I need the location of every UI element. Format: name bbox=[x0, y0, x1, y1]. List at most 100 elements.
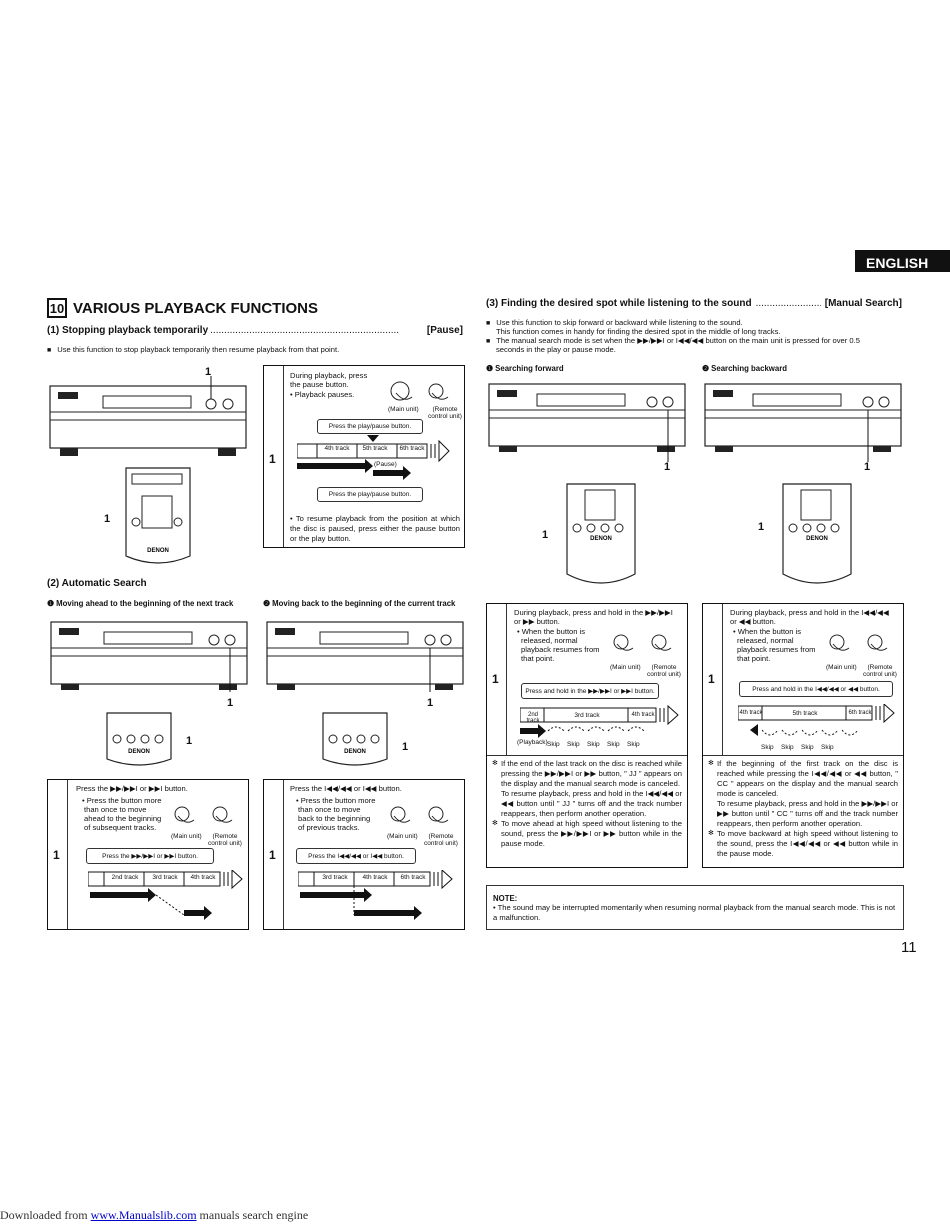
auto2-b2: than once to move bbox=[298, 805, 361, 814]
bwd-track-1: 5th track bbox=[792, 710, 818, 717]
bwd-b4: that point. bbox=[737, 654, 771, 663]
remote-brand-auto-1: DENON bbox=[128, 749, 150, 755]
pause-heading: (1) Stopping playback temporarily ......… bbox=[47, 325, 463, 336]
main-unit-illustration-auto-1 bbox=[50, 621, 248, 692]
auto1-track-diagram bbox=[88, 870, 243, 920]
bwd-step-number: 1 bbox=[708, 672, 715, 686]
auto1-callout-main: 1 bbox=[227, 697, 234, 709]
language-tab: ENGLISH bbox=[855, 250, 950, 272]
manual-bullet-1a: Use this function to skip forward or bac… bbox=[486, 318, 743, 329]
bwd-hand-icon bbox=[829, 634, 888, 651]
manual-heading-dots: ........................ bbox=[755, 298, 821, 309]
auto1-track-0: 2nd track bbox=[111, 874, 139, 881]
bwd-t2: or ◀◀ button. bbox=[730, 617, 776, 626]
fwd-remote-label: (Remote control unit) bbox=[647, 664, 681, 678]
pause-caption-top: Press the play/pause button. bbox=[317, 419, 423, 434]
pause-text-3: • Playback pauses. bbox=[290, 390, 355, 399]
bwd-callout-main: 1 bbox=[864, 461, 871, 473]
bwd-note-1b: To resume playback, press and hold in th… bbox=[717, 799, 898, 828]
remote-illustration-auto-2: DENON bbox=[322, 712, 388, 766]
pause-text-1: During playback, press bbox=[290, 371, 368, 380]
fwd-track-1: 3rd track bbox=[574, 712, 600, 719]
manual-heading: (3) Finding the desired spot while liste… bbox=[486, 298, 902, 309]
auto1-b1: • Press the button more bbox=[82, 796, 162, 805]
auto1-hand-icon bbox=[174, 806, 233, 823]
auto2-step-number: 1 bbox=[269, 848, 276, 862]
auto1-line-1: Press the ▶▶/▶▶I or ▶▶I button. bbox=[76, 784, 188, 793]
auto2-remote-label: (Remote control unit) bbox=[424, 833, 458, 847]
auto1-callout-remote: 1 bbox=[186, 735, 193, 747]
auto2-track-diagram bbox=[298, 870, 453, 920]
auto-sub-1: ❶ Moving ahead to the beginning of the n… bbox=[47, 599, 234, 608]
fwd-b4: that point. bbox=[521, 654, 555, 663]
bwd-skip-4: Skip bbox=[821, 744, 834, 751]
auto2-callout-main: 1 bbox=[427, 697, 434, 709]
fwd-instruction-box: 1 During playback, press and hold in the… bbox=[486, 603, 688, 868]
fwd-b2: released, normal bbox=[521, 636, 578, 645]
pause-track-diagram bbox=[297, 435, 450, 495]
fwd-skip-1: Skip bbox=[547, 741, 560, 748]
footer-prefix: Downloaded from bbox=[0, 1208, 91, 1222]
bwd-b1: • When the button is bbox=[733, 627, 802, 636]
pause-track-0: 4th track bbox=[324, 445, 350, 452]
auto2-b4: of previous tracks. bbox=[298, 823, 360, 832]
note-text: • The sound may be interrupted momentari… bbox=[493, 903, 896, 922]
auto1-remote-label-2: control unit) bbox=[208, 840, 242, 847]
bwd-b2: released, normal bbox=[737, 636, 794, 645]
note-box: NOTE: • The sound may be interrupted mom… bbox=[486, 885, 904, 930]
auto2-remote-label-1: (Remote bbox=[428, 833, 454, 840]
bwd-skip-1: Skip bbox=[761, 744, 774, 751]
fwd-track-0: 2nd track bbox=[526, 712, 540, 724]
bwd-t1: During playback, press and hold in the I… bbox=[730, 608, 889, 617]
section-title-text: VARIOUS PLAYBACK FUNCTIONS bbox=[73, 299, 319, 317]
pause-instruction-box: 1 During playback, press the pause butto… bbox=[263, 365, 465, 548]
pause-heading-text: (1) Stopping playback temporarily bbox=[47, 325, 209, 336]
fwd-track-2: 4th track bbox=[631, 712, 655, 718]
auto1-track-2: 4th track bbox=[190, 874, 216, 881]
footer: Downloaded from www.Manualslib.com manua… bbox=[0, 1208, 308, 1223]
auto-sub-2: ❷ Moving back to the beginning of the cu… bbox=[263, 599, 456, 608]
auto2-instruction-box: 1 Press the I◀◀/◀◀ or I◀◀ button. • Pres… bbox=[263, 779, 465, 930]
bwd-remote-label-2: control unit) bbox=[863, 671, 897, 678]
fwd-skip-2: Skip bbox=[567, 741, 580, 748]
section-number: 10 bbox=[47, 298, 67, 318]
pause-label: (Pause) bbox=[374, 461, 397, 468]
fwd-note-1b: To resume playback, press and hold in th… bbox=[501, 789, 682, 818]
main-unit-illustration-bwd bbox=[704, 383, 902, 462]
fwd-notes: If the end of the last track on the disc… bbox=[492, 759, 682, 849]
fwd-callout-remote: 1 bbox=[542, 529, 549, 541]
fwd-hand-icon bbox=[613, 634, 672, 651]
auto1-b3: ahead to the beginning bbox=[84, 814, 162, 823]
fwd-main-unit-label: (Main unit) bbox=[610, 664, 641, 671]
auto1-remote-label: (Remote control unit) bbox=[208, 833, 242, 847]
pause-heading-dots: ........................................… bbox=[210, 325, 400, 336]
fwd-remote-label-2: control unit) bbox=[647, 671, 681, 678]
pause-hand-icon bbox=[390, 381, 449, 401]
pause-bullet: Use this function to stop playback tempo… bbox=[47, 345, 467, 356]
bwd-callout-remote: 1 bbox=[758, 521, 765, 533]
auto1-instruction-box: 1 Press the ▶▶/▶▶I or ▶▶I button. • Pres… bbox=[47, 779, 249, 930]
remote-illustration-pause: DENON bbox=[125, 467, 191, 564]
bwd-main-unit-label: (Main unit) bbox=[826, 664, 857, 671]
main-unit-illustration-pause bbox=[49, 376, 247, 456]
footer-suffix: manuals search engine bbox=[196, 1208, 309, 1222]
fwd-playback-label: (Playback) bbox=[517, 739, 548, 746]
fwd-step-number: 1 bbox=[492, 672, 499, 686]
page-number: 11 bbox=[901, 939, 917, 956]
fwd-skip-4: Skip bbox=[607, 741, 620, 748]
auto1-main-unit-label: (Main unit) bbox=[171, 833, 202, 840]
auto1-b4: of subsequent tracks. bbox=[84, 823, 157, 832]
auto2-track-1: 4th track bbox=[362, 874, 388, 881]
fwd-t2: or ▶▶ button. bbox=[514, 617, 560, 626]
pause-remote-label: (Remote control unit) bbox=[428, 406, 462, 420]
auto2-b3: back to the beginning bbox=[298, 814, 371, 823]
auto1-b2: than once to move bbox=[84, 805, 147, 814]
remote-illustration-bwd: DENON bbox=[782, 483, 852, 584]
bwd-notes: If the beginning of the first track on t… bbox=[708, 759, 898, 859]
fwd-t1: During playback, press and hold in the ▶… bbox=[514, 608, 673, 617]
fwd-b1: • When the button is bbox=[517, 627, 586, 636]
auto2-track-0: 3rd track bbox=[322, 874, 348, 881]
pause-remote-label-1: (Remote bbox=[432, 406, 458, 413]
auto-heading: (2) Automatic Search bbox=[47, 578, 147, 589]
footer-link[interactable]: www.Manualslib.com bbox=[90, 1208, 197, 1222]
